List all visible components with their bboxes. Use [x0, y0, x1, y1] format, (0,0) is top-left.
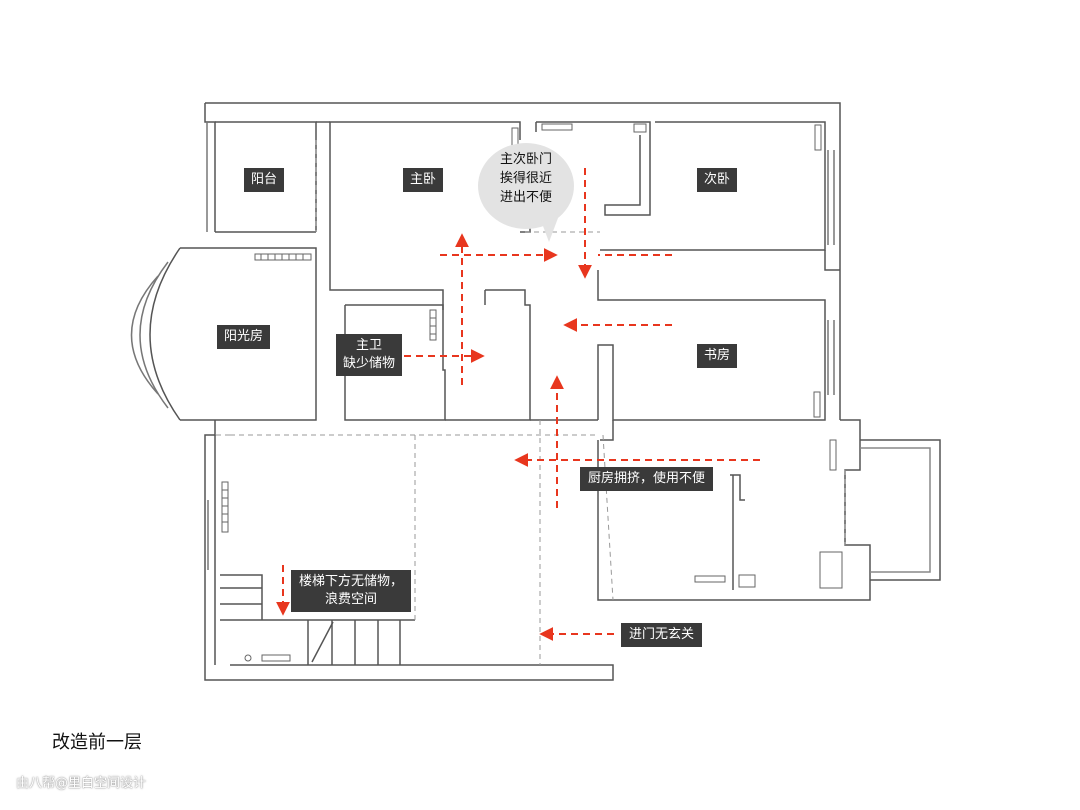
plan-caption: 改造前一层 [52, 732, 142, 753]
label-balcony: 阳台 [244, 168, 285, 192]
stairs-note-line-2: 浪费空间 [325, 592, 378, 607]
watermark: 由八帮@里白空间设计 [16, 776, 147, 791]
radiator-ticks [222, 254, 436, 523]
radiators [221, 123, 837, 662]
door-note-bubble [478, 143, 574, 229]
door-note-line-2: 挨得很近 [499, 171, 552, 186]
stairs-note: 楼梯下方无储物， 浪费空间 [291, 570, 412, 612]
entrance-note: 进门无玄关 [621, 623, 703, 647]
label-second-bedroom: 次卧 [697, 168, 738, 192]
master-bath-title: 主卫 [356, 338, 383, 353]
stairs-note-line-1: 楼梯下方无储物， [299, 574, 404, 589]
circulation-arrows [276, 168, 760, 641]
label-study: 书房 [697, 344, 738, 368]
label-master-bedroom: 主卧 [403, 168, 444, 192]
master-bath-note: 缺少储物 [343, 356, 396, 371]
door-note-line-3: 进出不便 [499, 190, 552, 205]
door-note-text: 主次卧门 挨得很近 进出不便 [478, 150, 574, 207]
kitchen-fixtures [244, 551, 843, 662]
label-sunroom: 阳光房 [217, 325, 271, 349]
door-note-line-1: 主次卧门 [499, 152, 552, 167]
label-master-bath: 主卫 缺少储物 [336, 334, 403, 376]
door-note-bubble-tail [540, 218, 558, 242]
kitchen-note: 厨房拥挤，使用不便 [580, 467, 714, 491]
